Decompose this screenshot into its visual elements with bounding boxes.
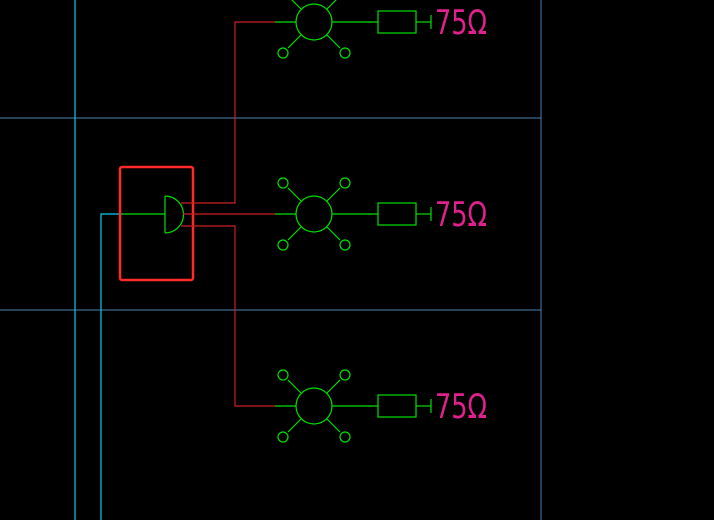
resistor-icon [377, 394, 432, 418]
splitter-highlight[interactable] [118, 165, 195, 282]
termination-label: 75Ω [435, 387, 487, 427]
termination-label: 75Ω [435, 3, 487, 43]
tap-outlet-icon[interactable] [275, 177, 378, 251]
riser-feed [100, 213, 122, 520]
resistor-icon [377, 202, 432, 226]
feeder-line-bottom [181, 225, 275, 407]
tap-outlet-icon[interactable] [275, 369, 378, 443]
termination-label: 75Ω [435, 195, 487, 235]
splitter-icon [122, 195, 185, 234]
feeder-line-top [181, 21, 275, 204]
tap-outlet-icon[interactable] [275, 0, 378, 59]
resistor-icon [377, 10, 432, 34]
